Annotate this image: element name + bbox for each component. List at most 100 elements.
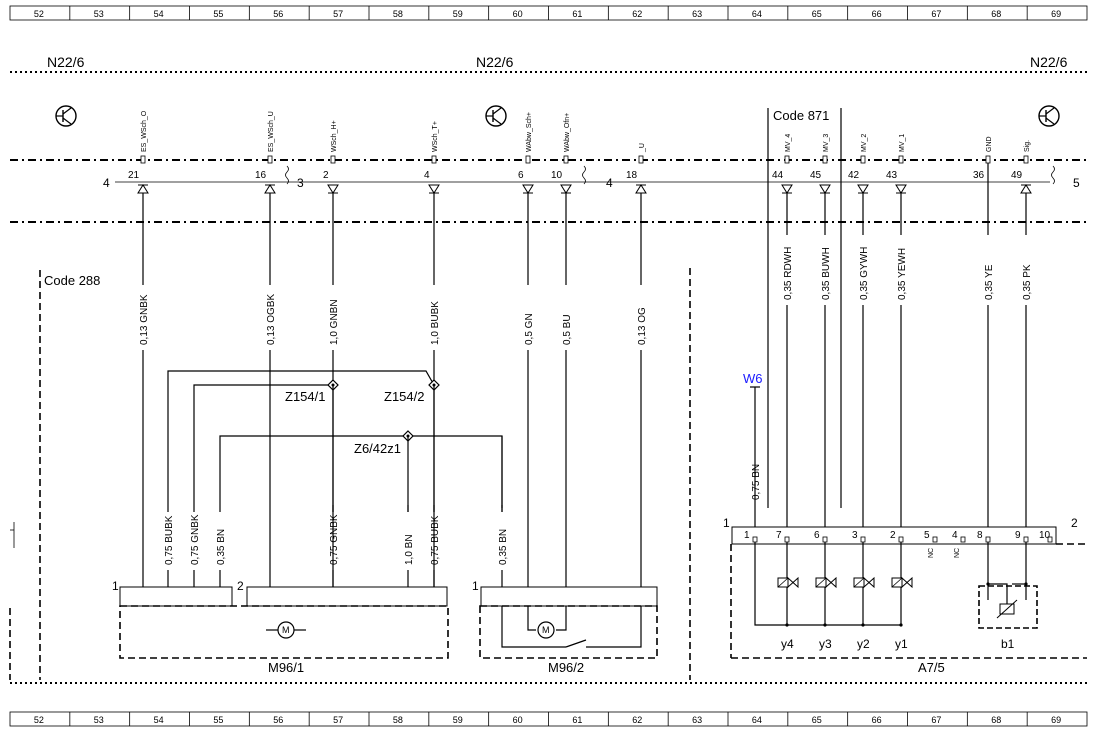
pin-number: 10: [551, 170, 563, 181]
a7-5-group-2: 2: [1071, 516, 1078, 530]
pin-number: 6: [518, 170, 524, 181]
ruler-cell: 55: [213, 9, 223, 19]
splice-z154-1: Z154/1: [285, 379, 339, 404]
wire-label-upper: 0,13 OG: [637, 307, 648, 345]
component-pin-number: 8: [977, 530, 983, 541]
solenoid-valve-icon: [891, 576, 913, 589]
m96-2-label: M96/2: [548, 660, 584, 675]
component-pin-number: 3: [852, 530, 858, 541]
pin-signal-name: WSch_H+: [331, 120, 338, 152]
arrow-down-icon: [819, 184, 831, 194]
sensor-b1-box: [978, 585, 1038, 629]
splice-label: Z154/2: [384, 389, 424, 404]
wire-label-upper: 0,35 GYWH: [859, 247, 870, 300]
splice-label: Z154/1: [285, 389, 325, 404]
code-871-label: Code 871: [773, 108, 829, 123]
ruler-cell: 54: [154, 9, 164, 19]
nc-label: NC: [928, 548, 935, 558]
wire-label-upper: 1,0 GNBN: [329, 299, 340, 345]
component-pin: [932, 536, 938, 543]
wire-label-w6: 0,75 BN: [751, 464, 762, 500]
valve-label: y1: [895, 637, 908, 651]
pin-signal-name: Sig.: [1024, 140, 1031, 152]
component-a7-5: 1 2 A7/5: [723, 516, 1087, 675]
component-pin: [752, 536, 758, 543]
nc-label: NC: [954, 548, 961, 558]
ruler-cell: 66: [872, 9, 882, 19]
wire-label-lower: 0,35 BN: [216, 529, 227, 565]
component-pin-number: 9: [1015, 530, 1021, 541]
pin: WAbw_Ofn+100,5 BU: [551, 113, 573, 345]
ruler-cell: 64: [752, 9, 762, 19]
sensor-label: b1: [1001, 637, 1015, 651]
pin-number: 44: [772, 170, 784, 181]
arrow-down-icon: [327, 184, 339, 194]
ruler-cell: 65: [812, 9, 822, 19]
pin: MV_4 44 0,35 RDWH: [772, 134, 794, 300]
ruler-cell: 61: [572, 715, 582, 725]
component-pin-number: 4: [952, 530, 958, 541]
pin: WSch_T+41,0 BUBK: [424, 121, 441, 345]
wire-label-upper: 0,5 GN: [524, 313, 535, 345]
break-mark: [582, 165, 586, 185]
pin-signal-name: MV_4: [785, 134, 792, 152]
ruler-cell: 60: [513, 9, 523, 19]
valve-label: y4: [781, 637, 794, 651]
splice-z154-2: Z154/2: [384, 379, 440, 404]
component-pin-number: 7: [776, 530, 782, 541]
pin-signal-name: ES_WSch_O: [141, 110, 148, 152]
arrow-down-icon: [857, 184, 869, 194]
ruler-cell: 62: [632, 715, 642, 725]
pin-signal-name: MV_3: [823, 134, 830, 152]
wire-label-lower: 0,75 GNBK: [329, 514, 340, 565]
splice-label: Z6/42z1: [354, 441, 401, 456]
motor-icon: M: [537, 621, 555, 639]
pin-number: 43: [886, 170, 898, 181]
wire-label-upper: 0,13 OGBK: [266, 294, 277, 345]
solenoid-valve-icon: [815, 576, 837, 589]
wire-label-lower: 0,75 BUBK: [430, 515, 441, 565]
component-label-left: N22/6: [47, 54, 85, 70]
pin-number: 4: [424, 170, 430, 181]
component-pin: [1023, 536, 1029, 543]
ruler-cell: 53: [94, 9, 104, 19]
ruler-cell: 67: [931, 715, 941, 725]
pin-signal-name: MV_2: [861, 134, 868, 152]
solenoid-valve-icon: [777, 576, 799, 589]
pin-number: 42: [848, 170, 860, 181]
component-pin: [898, 536, 904, 543]
ruler-cell: 67: [931, 9, 941, 19]
ruler-cell: 56: [273, 715, 283, 725]
pin-signal-name: MV_1: [899, 134, 906, 152]
motor-letter: M: [282, 625, 290, 635]
component-pin: [860, 536, 866, 543]
wire-label-lower: 0,75 BUBK: [164, 515, 175, 565]
wire-label-upper: 0,35 RDWH: [783, 247, 794, 300]
arrow-down-icon: [781, 184, 793, 194]
ruler-cell: 66: [872, 715, 882, 725]
splice-z6-42z1: Z6/42z1: [354, 430, 414, 456]
ruler-cell: 59: [453, 715, 463, 725]
transistor-icon: [485, 105, 507, 127]
code-288-label: Code 288: [44, 273, 100, 288]
ruler-cell: 62: [632, 9, 642, 19]
pin-number: 16: [255, 170, 267, 181]
arrow-up-icon: [635, 184, 647, 194]
pin-number: 18: [626, 170, 638, 181]
ruler-cell: 63: [692, 9, 702, 19]
ruler-cell: 53: [94, 715, 104, 725]
transistor-icon: [1038, 105, 1060, 127]
ruler-cell: 68: [991, 9, 1001, 19]
pin: Sig.490,35 PK: [1011, 140, 1033, 300]
ruler-cell: 58: [393, 9, 403, 19]
ruler-cell: 56: [273, 9, 283, 19]
pin-signal-name: GND: [986, 136, 993, 152]
